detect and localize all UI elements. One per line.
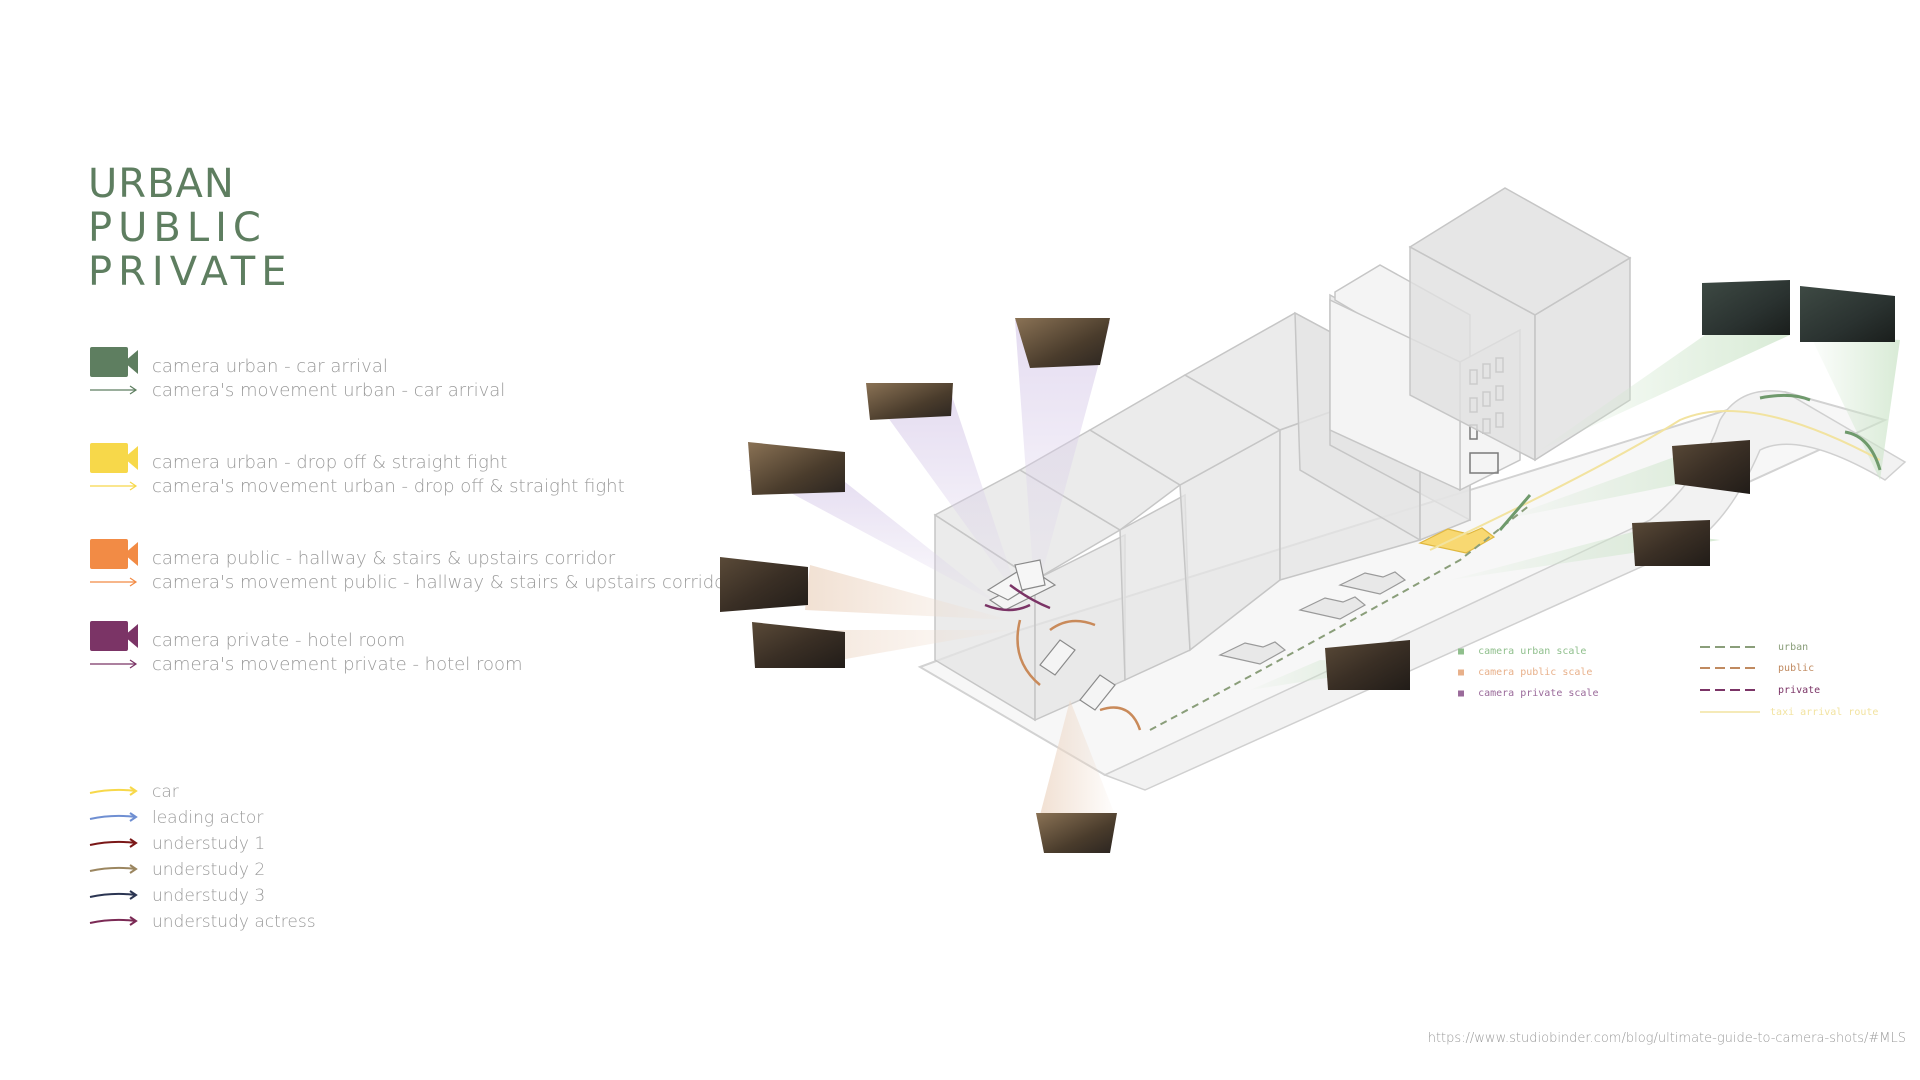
camera-icon: ■ bbox=[1458, 667, 1465, 678]
scene-thumbnail bbox=[1632, 520, 1710, 566]
legend-movement-row: camera's movement urban - drop off & str… bbox=[88, 474, 688, 502]
arrow-icon bbox=[90, 481, 138, 491]
private-room bbox=[986, 559, 1046, 601]
movement-label: camera's movement urban - drop off & str… bbox=[152, 476, 625, 497]
dashed-line-icon bbox=[1700, 646, 1760, 648]
legend-movement-row: camera's movement private - hotel room bbox=[88, 652, 688, 680]
video-camera-icon bbox=[90, 539, 138, 569]
scene-thumbnail bbox=[748, 442, 845, 495]
source-url: https://www.studiobinder.com/blog/ultima… bbox=[1427, 1031, 1906, 1046]
legend-camera-row: camera urban - drop off & straight fight bbox=[88, 443, 688, 474]
scale-row-private: ■ camera private scale bbox=[1458, 688, 1598, 699]
camera-label: camera private - hotel room bbox=[152, 630, 406, 651]
urban-movement-arrows bbox=[1498, 393, 1882, 531]
route-label: urban bbox=[1778, 642, 1809, 653]
video-camera-icon bbox=[90, 347, 138, 377]
route-row-taxi: taxi arrival route bbox=[1700, 707, 1878, 718]
scale-label: camera private scale bbox=[1478, 688, 1599, 699]
video-camera-icon bbox=[90, 621, 138, 651]
camera-icon: ■ bbox=[1458, 646, 1465, 657]
scene-thumbnail bbox=[1036, 813, 1117, 853]
arrow-icon bbox=[90, 659, 138, 669]
private-camera-cones bbox=[748, 320, 1110, 605]
tower-block bbox=[1408, 187, 1632, 462]
scene-thumbnail bbox=[866, 383, 953, 420]
movement-label: camera's movement private - hotel room bbox=[152, 654, 523, 675]
actor-label: understudy 1 bbox=[152, 834, 266, 854]
legend-camera-row: camera public - hallway & stairs & upsta… bbox=[88, 539, 688, 570]
scene-thumbnail bbox=[1015, 318, 1110, 368]
movement-label: camera's movement public - hallway & sta… bbox=[152, 572, 733, 593]
camera-label: camera public - hallway & stairs & upsta… bbox=[152, 548, 616, 569]
arrow-icon bbox=[89, 864, 138, 874]
legend-group-private: camera private - hotel room camera's mov… bbox=[88, 621, 688, 680]
legend-movement-row: camera's movement public - hallway & sta… bbox=[88, 570, 733, 598]
arrow-icon bbox=[90, 577, 138, 587]
title-line-public: PUBLIC bbox=[88, 205, 267, 251]
legend-group-urban-car: camera urban - car arrival camera's move… bbox=[88, 347, 688, 406]
route-row-public: public bbox=[1700, 663, 1814, 674]
route-label: private bbox=[1778, 685, 1821, 696]
legend-group-public: camera public - hallway & stairs & upsta… bbox=[88, 539, 733, 598]
legend-camera-row: camera private - hotel room bbox=[88, 621, 688, 652]
actor-label: understudy 2 bbox=[152, 860, 266, 880]
arrow-icon bbox=[89, 916, 138, 926]
scene-thumbnail bbox=[1800, 286, 1895, 342]
dashed-line-icon bbox=[1700, 689, 1760, 691]
legend-camera-row: camera urban - car arrival bbox=[88, 347, 688, 378]
scale-row-urban: ■ camera urban scale bbox=[1458, 646, 1586, 657]
scene-thumbnail bbox=[720, 557, 808, 612]
page-title: URBAN PUBLIC PRIVATE bbox=[88, 162, 292, 294]
axonometric-site-diagram bbox=[720, 187, 1907, 853]
title-line-private: PRIVATE bbox=[88, 249, 293, 295]
private-movement-arrows bbox=[984, 583, 1051, 612]
route-row-urban: urban bbox=[1700, 642, 1808, 653]
route-label: taxi arrival route bbox=[1770, 707, 1879, 718]
movement-label: camera's movement urban - car arrival bbox=[152, 380, 506, 401]
scene-thumbnail bbox=[1672, 440, 1750, 494]
actor-label: understudy actress bbox=[152, 912, 316, 932]
actor-label: car bbox=[152, 782, 179, 802]
solid-line-icon bbox=[1700, 711, 1760, 713]
camera-icon: ■ bbox=[1458, 688, 1465, 699]
scene-thumbnail bbox=[1325, 640, 1410, 690]
dashed-line-icon bbox=[1700, 667, 1760, 669]
scale-label: camera urban scale bbox=[1478, 646, 1587, 657]
parked-cars bbox=[1218, 571, 1407, 665]
arrow-icon bbox=[89, 890, 138, 900]
scene-thumbnail bbox=[1702, 280, 1790, 335]
route-row-private: private bbox=[1700, 685, 1820, 696]
public-movement-arrows bbox=[1016, 619, 1142, 731]
route-label: public bbox=[1778, 663, 1815, 674]
actor-label: leading actor bbox=[152, 808, 264, 828]
actor-label: understudy 3 bbox=[152, 886, 266, 906]
scene-thumbnail bbox=[752, 622, 845, 668]
arrow-icon bbox=[90, 385, 138, 395]
arrow-icon bbox=[89, 812, 138, 822]
scale-row-public: ■ camera public scale bbox=[1458, 667, 1592, 678]
urban-route bbox=[1149, 504, 1531, 731]
legend-group-urban-drop: camera urban - drop off & straight fight… bbox=[88, 443, 688, 502]
scale-label: camera public scale bbox=[1478, 667, 1593, 678]
scene-thumbnails bbox=[720, 280, 1895, 853]
video-camera-icon bbox=[90, 443, 138, 473]
arrow-icon bbox=[89, 838, 138, 848]
camera-label: camera urban - car arrival bbox=[152, 356, 388, 377]
title-line-urban: URBAN bbox=[88, 161, 235, 207]
arrow-icon bbox=[89, 786, 138, 796]
camera-label: camera urban - drop off & straight fight bbox=[152, 452, 508, 473]
legend-movement-row: camera's movement urban - car arrival bbox=[88, 378, 688, 406]
